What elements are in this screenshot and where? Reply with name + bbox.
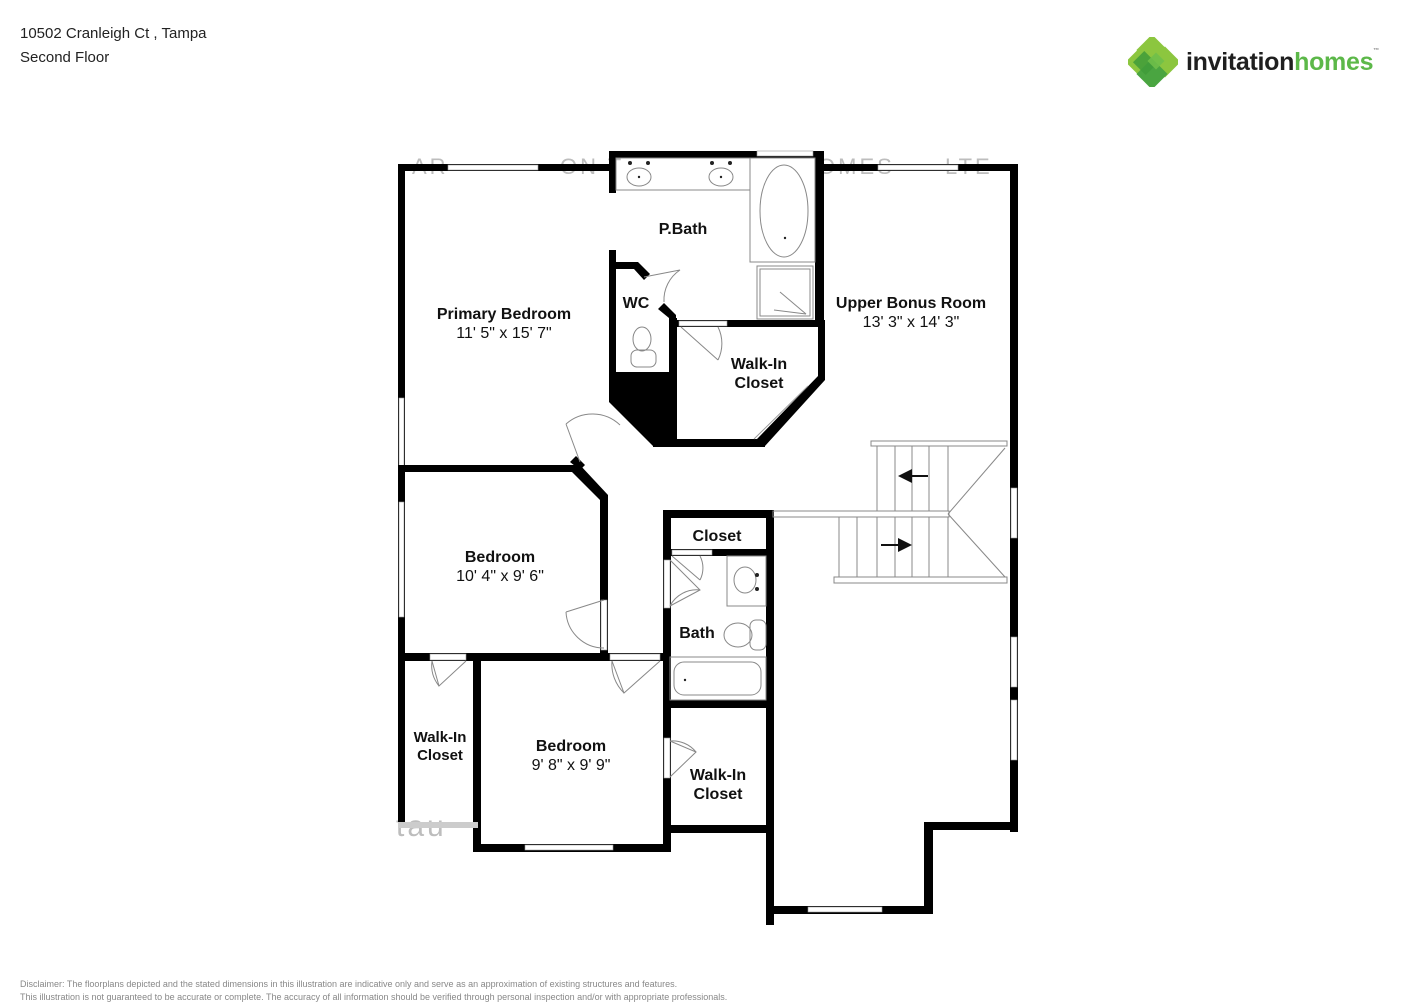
logo-word-homes: homes bbox=[1294, 47, 1374, 76]
property-address: 10502 Cranleigh Ct , Tampa bbox=[20, 25, 207, 42]
sink-icon bbox=[626, 167, 652, 187]
arrow-left-icon bbox=[898, 469, 912, 483]
disclaimer-line-2: This illustration is not guaranteed to b… bbox=[20, 992, 728, 1002]
stair-arrows bbox=[881, 469, 928, 552]
room-dims-primary-bedroom: 11' 5" x 15' 7" bbox=[456, 325, 551, 342]
wc-door-swing bbox=[643, 269, 681, 303]
bathtub-icon bbox=[673, 661, 762, 696]
room-label-walkin-right-1: Walk-In bbox=[690, 767, 746, 784]
arrow-left-icon bbox=[911, 475, 928, 477]
logo-word-invitation: invitation bbox=[1186, 47, 1295, 76]
room-label-walkin-left-2: Closet bbox=[417, 747, 463, 764]
door-swings bbox=[431, 269, 809, 778]
toilet-tank bbox=[630, 349, 657, 368]
bath-vanity bbox=[726, 555, 767, 607]
room-label-walkin-primary-2: Closet bbox=[735, 375, 785, 392]
toilet-icon bbox=[723, 622, 753, 648]
sink-icon bbox=[708, 167, 734, 187]
logo-wordmark: invitationhomes™ bbox=[1186, 48, 1379, 77]
shower-inner bbox=[759, 268, 811, 317]
room-dims-upper-bonus: 13' 3" x 14' 3" bbox=[863, 314, 960, 331]
room-label-closet: Closet bbox=[693, 528, 743, 545]
sink-icon bbox=[733, 566, 757, 594]
walkin-right-door-swing bbox=[669, 740, 697, 778]
room-label-wc: WC bbox=[623, 295, 650, 312]
staircase bbox=[772, 440, 1008, 584]
floor-label: Second Floor bbox=[20, 49, 110, 66]
room-label-bedroom-3: Bedroom bbox=[536, 738, 606, 755]
disclaimer-line-1: Disclaimer: The floorplans depicted and … bbox=[20, 979, 678, 989]
logo-mark-icon bbox=[1128, 37, 1178, 87]
bathtub-icon bbox=[759, 164, 809, 258]
shower-line bbox=[779, 291, 807, 315]
room-label-walkin-primary-1: Walk-In bbox=[731, 356, 787, 373]
arrow-right-icon bbox=[881, 544, 898, 546]
fixtures bbox=[615, 157, 816, 701]
bedroom3-door-swing bbox=[611, 660, 661, 694]
bathtub-surround bbox=[669, 656, 767, 701]
room-dims-bedroom-3: 9' 8" x 9' 9" bbox=[532, 757, 611, 774]
toilet-icon bbox=[632, 326, 652, 352]
room-label-walkin-left-1: Walk-In bbox=[414, 729, 467, 746]
room-label-bath: Bath bbox=[679, 625, 715, 642]
tub-surround bbox=[749, 157, 816, 263]
bath-door-swing-2 bbox=[669, 559, 701, 607]
primary-door-swing bbox=[565, 413, 621, 463]
toilet-tank bbox=[749, 619, 767, 651]
fixture-dots bbox=[628, 161, 787, 682]
room-label-primary-bath: P.Bath bbox=[659, 221, 708, 238]
bedroom2-door-swing bbox=[565, 599, 605, 649]
bath-door-swing bbox=[671, 555, 704, 581]
invitation-homes-logo: invitationhomes™ bbox=[1128, 36, 1379, 88]
room-dims-bedroom-2: 10' 4" x 9' 6" bbox=[456, 568, 544, 585]
arrow-right-icon bbox=[898, 538, 912, 552]
room-label-primary-bedroom: Primary Bedroom bbox=[437, 306, 571, 323]
room-label-bedroom-2: Bedroom bbox=[465, 549, 535, 566]
shower-icon bbox=[756, 265, 814, 320]
closet-window bbox=[753, 385, 809, 440]
logo-trademark: ™ bbox=[1373, 47, 1379, 54]
walls bbox=[398, 150, 1018, 925]
shower-line bbox=[773, 309, 807, 315]
room-label-upper-bonus: Upper Bonus Room bbox=[836, 295, 986, 312]
disclaimer: Disclaimer: The floorplans depicted and … bbox=[20, 978, 727, 1004]
property-header: 10502 Cranleigh Ct , Tampa Second Floor bbox=[20, 22, 207, 70]
closet-door-swing bbox=[680, 326, 723, 361]
room-label-walkin-right-2: Closet bbox=[694, 786, 744, 803]
walkin-left-door-swing bbox=[431, 660, 467, 687]
